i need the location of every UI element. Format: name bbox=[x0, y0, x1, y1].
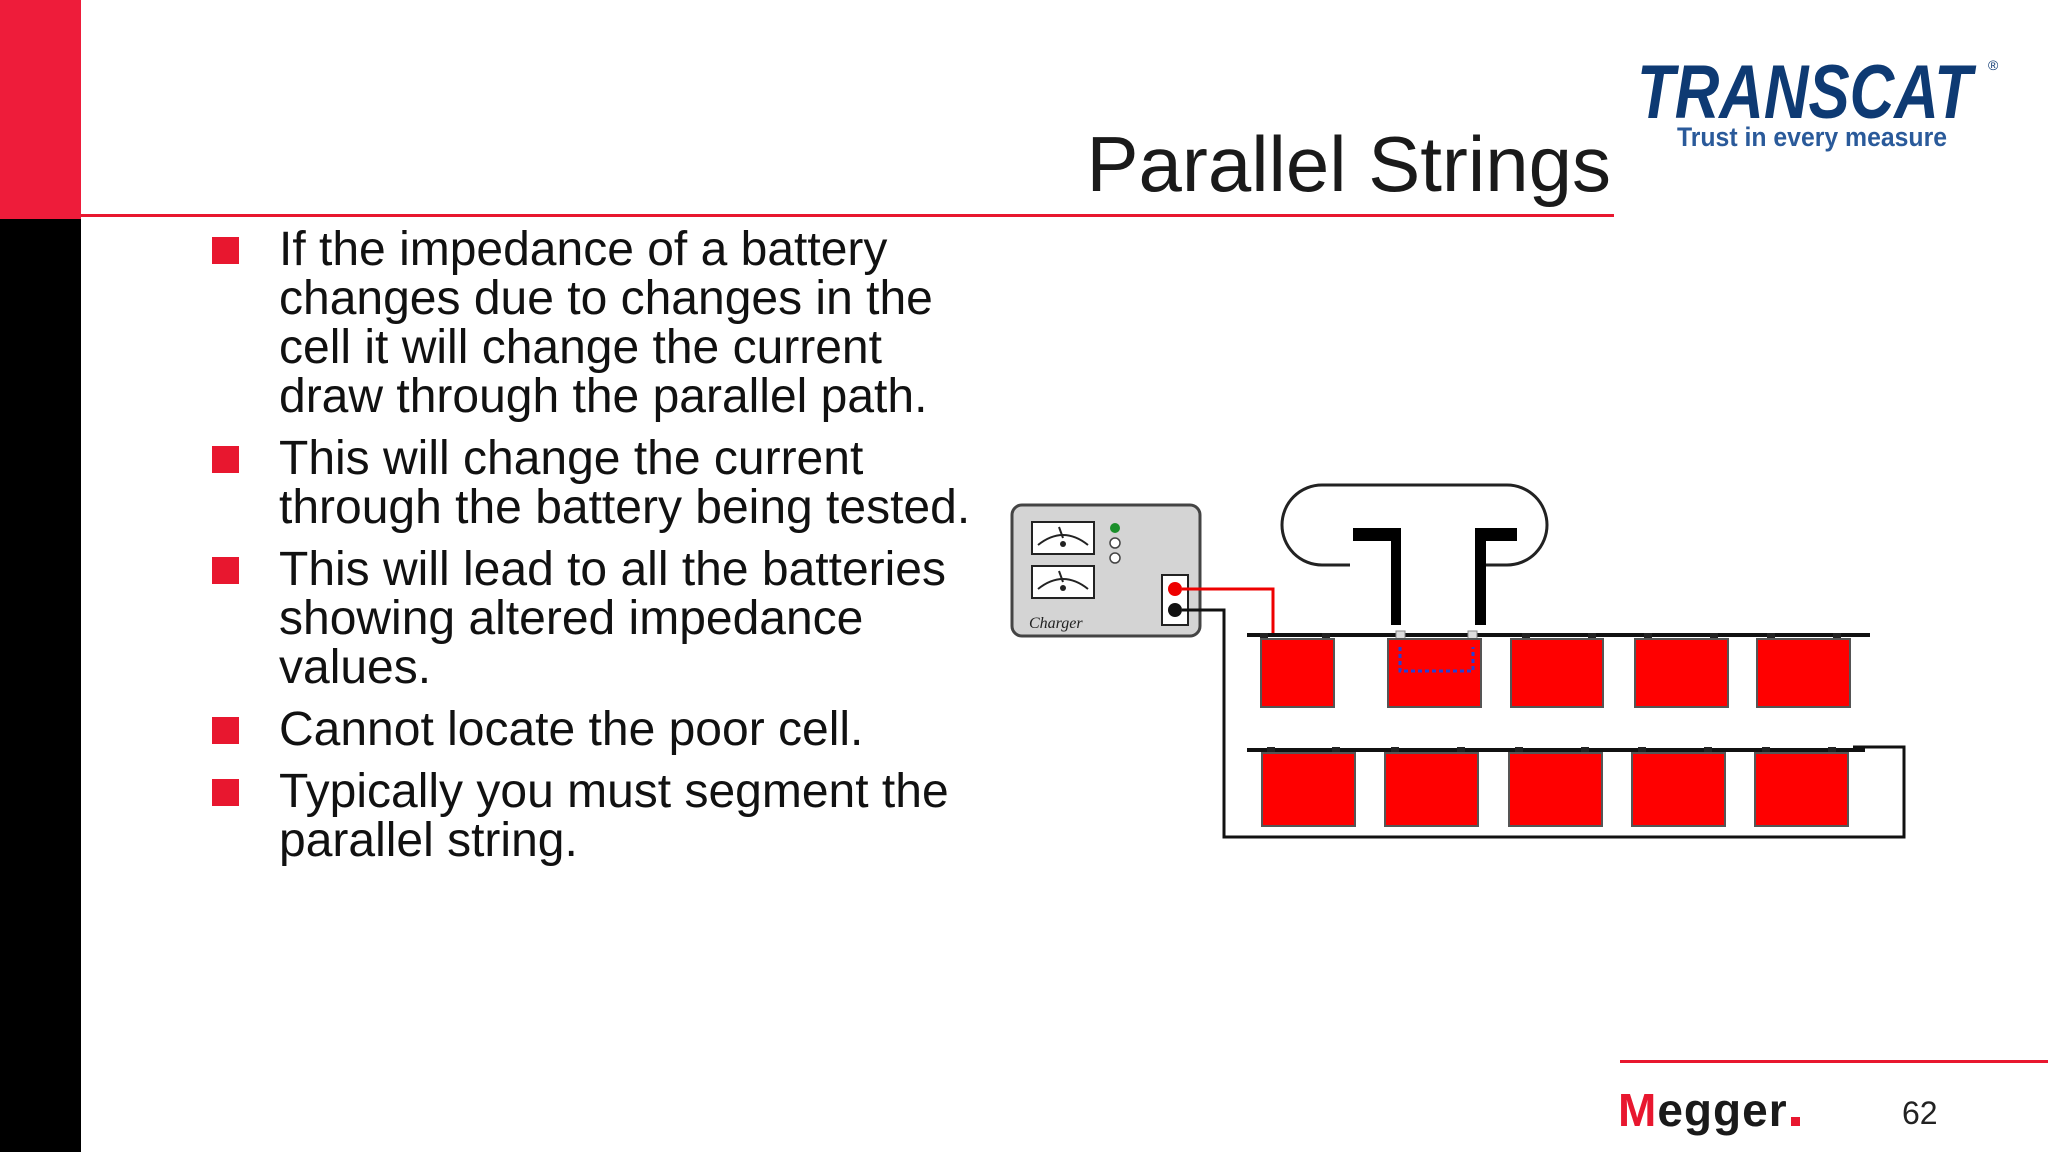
bullet-square-icon bbox=[212, 779, 239, 806]
battery-icon bbox=[1261, 747, 1356, 827]
charger-label: Charger bbox=[1029, 615, 1083, 632]
battery-icon bbox=[1510, 633, 1604, 708]
bullet-list: If the impedance of a battery changes du… bbox=[212, 225, 972, 878]
bullet-text: This will change the current through the… bbox=[279, 432, 971, 534]
battery-icon bbox=[1634, 633, 1729, 708]
meter-gauge-icon bbox=[1031, 521, 1095, 555]
bullet-text: This will lead to all the batteries show… bbox=[279, 543, 946, 694]
bullet-item: Cannot locate the poor cell. bbox=[212, 705, 972, 754]
battery-icon bbox=[1631, 747, 1726, 827]
bullet-square-icon bbox=[212, 446, 239, 473]
bottom-battery-row bbox=[1261, 747, 1849, 827]
bullet-text: Cannot locate the poor cell. bbox=[279, 703, 864, 756]
test-lead-probe bbox=[1280, 483, 1549, 625]
bullet-text: Typically you must segment the parallel … bbox=[279, 765, 949, 867]
megger-logo-rest: egger bbox=[1657, 1084, 1788, 1136]
battery-icon bbox=[1508, 747, 1603, 827]
bullet-text: If the impedance of a battery changes du… bbox=[279, 223, 933, 423]
megger-logo: Megger bbox=[1618, 1083, 1800, 1138]
bullet-item: Typically you must segment the parallel … bbox=[212, 767, 972, 865]
logo-wordmark: TRANSCAT bbox=[1637, 50, 1977, 135]
logo-tagline: Trust in every measure bbox=[1677, 122, 1947, 152]
bullet-square-icon bbox=[212, 717, 239, 744]
positive-terminal-icon bbox=[1168, 582, 1182, 596]
battery-under-test-icon bbox=[1387, 630, 1482, 708]
title-divider bbox=[81, 214, 1614, 217]
negative-wire bbox=[1182, 608, 1906, 839]
charger-unit: Charger bbox=[1010, 503, 1202, 638]
indicator-light-icon bbox=[1109, 537, 1121, 549]
transcat-logo: TRANSCAT ® Trust in every measure bbox=[1637, 50, 1999, 152]
logo-registered-mark: ® bbox=[1988, 57, 1999, 73]
left-accent-red-bar bbox=[0, 0, 81, 219]
megger-dot-icon bbox=[1790, 1117, 1800, 1126]
parallel-string-diagram: Charger bbox=[1010, 483, 1906, 839]
indicator-light-icon bbox=[1110, 523, 1120, 533]
bullet-item: If the impedance of a battery changes du… bbox=[212, 225, 972, 421]
battery-icon bbox=[1384, 747, 1479, 827]
battery-icon bbox=[1260, 633, 1335, 708]
footer-divider bbox=[1620, 1060, 2048, 1063]
positive-wire bbox=[1182, 587, 1275, 635]
slide-title: Parallel Strings bbox=[1086, 120, 1611, 208]
indicator-light-icon bbox=[1109, 552, 1121, 564]
bullet-item: This will lead to all the batteries show… bbox=[212, 545, 972, 692]
bullet-square-icon bbox=[212, 557, 239, 584]
top-battery-row bbox=[1260, 630, 1851, 708]
battery-icon bbox=[1756, 633, 1851, 708]
left-accent-black-bar bbox=[0, 219, 81, 1152]
megger-logo-initial: M bbox=[1618, 1084, 1658, 1136]
page-number: 62 bbox=[1902, 1095, 1938, 1131]
bullet-item: This will change the current through the… bbox=[212, 434, 972, 532]
bullet-square-icon bbox=[212, 237, 239, 264]
negative-terminal-icon bbox=[1168, 603, 1182, 617]
battery-icon bbox=[1754, 747, 1849, 827]
